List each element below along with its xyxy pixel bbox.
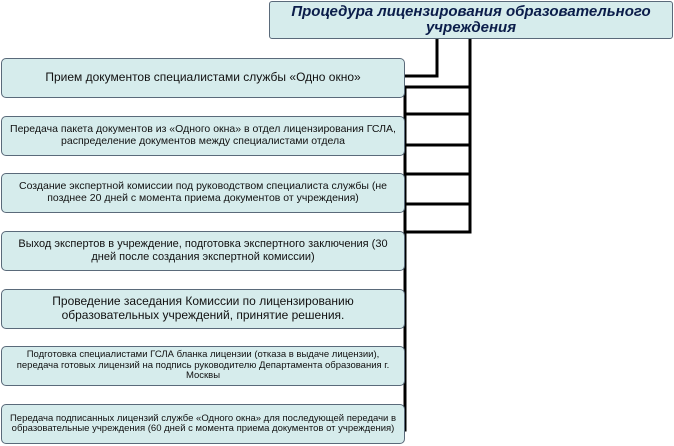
step-1: Прием документов специалистами службы «О… (1, 58, 405, 98)
step-1-label: Прием документов специалистами службы «О… (45, 70, 361, 85)
connector-title-step1 (403, 37, 439, 78)
step-3-label: Создание экспертной комиссии под руковод… (19, 180, 387, 204)
diagram-title: Процедура лицензирования образовательног… (269, 1, 673, 39)
step-6-label: Подготовка специалистами ГСЛА бланка лиц… (16, 349, 390, 382)
step-3: Создание экспертной комиссии под руковод… (1, 173, 405, 213)
step-4-label: Выход экспертов в учреждение, подготовка… (18, 238, 388, 263)
step-2: Передача пакета документов из «Одного ок… (1, 116, 405, 156)
step-6: Подготовка специалистами ГСЛА бланка лиц… (1, 346, 405, 386)
step-2-label: Передача пакета документов из «Одного ок… (10, 123, 396, 147)
step-4: Выход экспертов в учреждение, подготовка… (1, 231, 405, 271)
step-7: Передача подписанных лицензий службе «Од… (1, 404, 405, 444)
step-5-label: Проведение заседания Комиссии по лицензи… (52, 294, 354, 322)
step-5: Проведение заседания Комиссии по лицензи… (1, 289, 405, 329)
step-7-label: Передача подписанных лицензий службе «Од… (9, 412, 397, 434)
